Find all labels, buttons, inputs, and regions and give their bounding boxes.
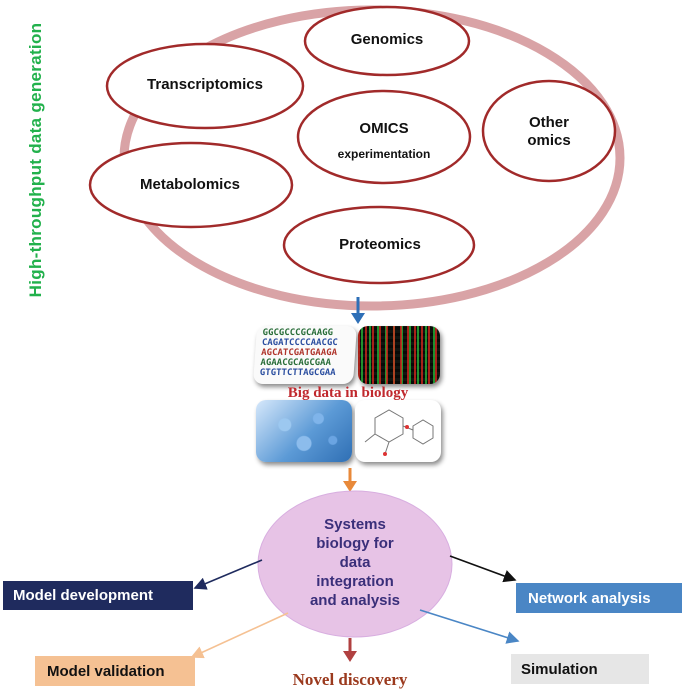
arrow-to-big-data (351, 297, 365, 324)
systems-line: Systems (324, 516, 386, 533)
model-validation-label: Model validation (47, 662, 165, 680)
network-analysis-box: Network analysis (516, 583, 682, 613)
systems-line: and analysis (309, 592, 401, 609)
omics-experimentation-ellipse (296, 89, 472, 185)
dna-line: AGCATCGATGAAGA (260, 348, 338, 358)
side-title: High-throughput data generation (26, 22, 45, 298)
model-development-box: Model development (3, 581, 193, 610)
transcriptomics-label: Transcriptomics (147, 76, 263, 93)
simulation-label: Simulation (521, 660, 598, 678)
arrow-to-systems-biology (343, 468, 357, 492)
systems-line: data (339, 554, 371, 571)
dna-line: GTGTTCTTAGCGAA (259, 368, 336, 378)
dna-line: GGCGCCCGCAAGG (262, 328, 334, 338)
dna-line: CAGATCCCCAACGC (261, 338, 339, 348)
model-validation-box: Model validation (35, 656, 195, 686)
other-omics-label-line1: Other (528, 114, 569, 131)
metabolomics-label: Metabolomics (139, 176, 241, 193)
microarray-tile (358, 326, 440, 384)
big-data-label: Big data in biology (287, 385, 409, 401)
other-omics-label-line2: omics (527, 132, 571, 149)
arrow-to-network-analysis (449, 555, 517, 583)
dna-sequence-tile: GGCGCCCGCAAGG CAGATCCCCAACGC AGCATCGATGA… (252, 326, 358, 384)
genomics-label: Genomics (350, 31, 424, 48)
arrow-to-model-development (193, 559, 263, 590)
proteomics-label: Proteomics (339, 236, 421, 253)
transcriptomics-ellipse (105, 42, 305, 130)
arrow-to-model-validation (190, 612, 289, 659)
arrow-to-novel-discovery (343, 638, 357, 662)
simulation-box: Simulation (511, 654, 649, 684)
arrow-to-simulation (419, 609, 520, 644)
molecule-structure-tile (355, 400, 441, 462)
systems-biology-ellipse (257, 490, 453, 638)
network-analysis-label: Network analysis (528, 589, 651, 607)
dna-line: AGAACGCAGCGAA (260, 358, 332, 368)
model-development-label: Model development (13, 587, 154, 604)
systems-biology-text: Systems biology for data integration and… (268, 515, 442, 610)
omics-title-label: OMICS (359, 120, 409, 137)
genomics-ellipse (303, 5, 471, 77)
novel-discovery-label: Novel discovery (292, 670, 408, 689)
systems-line: integration (316, 573, 394, 590)
proteomics-ellipse (282, 205, 476, 285)
omics-subtitle-label: experimentation (337, 147, 431, 161)
metabolomics-ellipse (88, 141, 294, 229)
blue-cells-tile (256, 400, 352, 462)
other-omics-ellipse (481, 79, 617, 183)
systems-line: biology for (316, 535, 394, 552)
molecule-drawing (364, 409, 434, 456)
